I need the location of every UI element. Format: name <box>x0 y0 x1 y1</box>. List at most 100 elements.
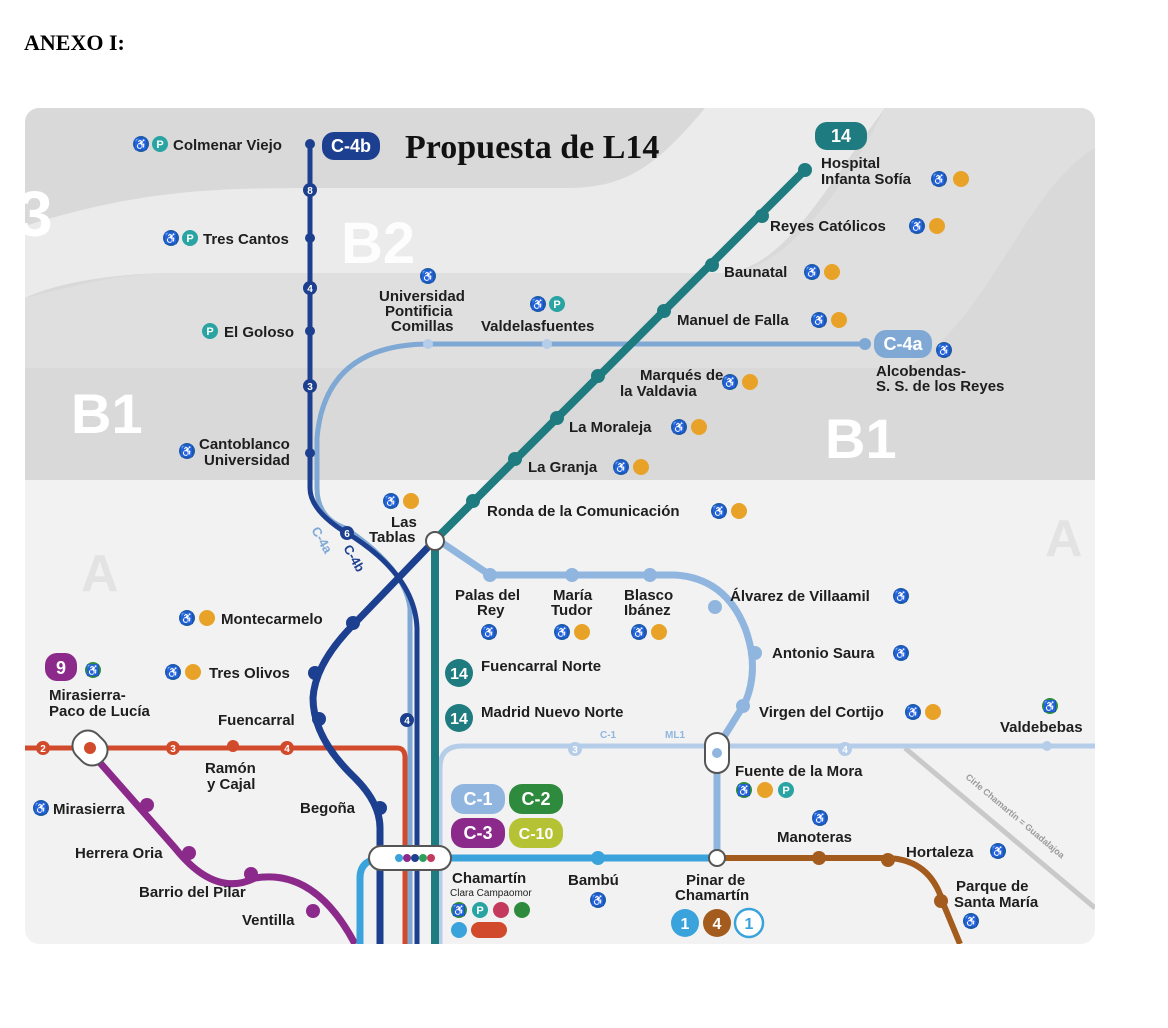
svg-text:♿: ♿ <box>712 505 726 518</box>
zone-mark: 4 <box>404 716 410 727</box>
parking-icon: P <box>202 323 218 339</box>
accessible-icon: ♿ <box>893 645 909 661</box>
station-label: Tres Olivos <box>209 665 290 682</box>
zone-label: 3 <box>25 178 53 250</box>
svg-text:♿: ♿ <box>166 666 180 679</box>
pinar-node <box>708 849 726 867</box>
station-label: Universidad <box>204 452 290 469</box>
station-label: y Cajal <box>207 776 255 793</box>
station-label: Baunatal <box>724 264 787 281</box>
svg-text:♿: ♿ <box>180 445 194 458</box>
svg-text:♿: ♿ <box>1043 700 1057 713</box>
station-label: Tudor <box>551 602 593 619</box>
station-label: La Moraleja <box>569 419 652 436</box>
station-label: Herrera Oria <box>75 845 163 862</box>
station-label: Alcobendas- <box>876 363 966 380</box>
station-label: Tablas <box>369 529 415 546</box>
accessible-icon: ♿ <box>179 443 195 459</box>
station-dots <box>140 139 1052 918</box>
station-label: Mirasierra- <box>49 687 126 704</box>
zone-mark: 6 <box>344 529 350 540</box>
zone-mark: 3 <box>307 382 313 393</box>
svg-text:P: P <box>206 326 213 338</box>
zone-mark: 4 <box>284 744 290 755</box>
svg-text:P: P <box>186 233 193 245</box>
accessible-icon: ♿ <box>165 664 181 680</box>
station-label: Fuencarral <box>218 712 295 729</box>
ml1-line <box>433 535 756 858</box>
svg-text:♿: ♿ <box>164 232 178 245</box>
accessible-icon: ♿ <box>893 588 909 604</box>
svg-text:14: 14 <box>831 126 851 146</box>
zone-b1-band <box>25 108 1095 368</box>
station-label: Manoteras <box>777 829 852 846</box>
zone-mark: 4 <box>307 284 313 295</box>
svg-text:C-4a: C-4a <box>883 334 923 354</box>
accessible-icon: ♿ <box>631 624 647 640</box>
svg-text:1: 1 <box>681 916 690 933</box>
line10 <box>309 537 438 944</box>
accessible-icon: ♿ <box>931 171 947 187</box>
station-label: Barrio del Pilar <box>139 884 246 901</box>
accessible-icon: ♿ <box>722 374 738 390</box>
parking-icon: P <box>549 296 565 312</box>
bus-icon <box>742 374 758 390</box>
chamartin-line-colors <box>395 854 435 862</box>
accessible-icon: ♿ <box>736 782 752 798</box>
fuente-mora-dot <box>712 748 722 758</box>
svg-text:1: 1 <box>745 916 754 933</box>
svg-text:♿: ♿ <box>813 812 827 825</box>
svg-text:C-3: C-3 <box>463 823 492 843</box>
zone-label: A <box>1045 510 1083 568</box>
zone-b2-band <box>25 108 885 298</box>
station-label: S. S. de los Reyes <box>876 378 1004 395</box>
station-label: María <box>553 587 593 604</box>
svg-text:P: P <box>553 299 560 311</box>
station-label: Hospital <box>821 155 880 172</box>
station-label: Chamartín <box>452 870 526 887</box>
accessible-icon: ♿ <box>33 800 49 816</box>
accessible-icon: ♿ <box>909 218 925 234</box>
svg-text:♿: ♿ <box>421 270 435 283</box>
svg-text:4: 4 <box>713 916 722 933</box>
svg-text:♿: ♿ <box>812 314 826 327</box>
svg-text:9: 9 <box>56 658 66 678</box>
station-label: La Granja <box>528 459 598 476</box>
c2-badge: C-2 <box>509 784 563 814</box>
c1-line <box>437 743 1095 944</box>
svg-text:♿: ♿ <box>86 664 100 677</box>
station-label: Ibánez <box>624 602 671 619</box>
zone-label: A <box>81 545 119 603</box>
zone-marks: 8 4 3 6 4 2 3 4 3 4 <box>36 183 852 756</box>
accessible-icon: ♿ <box>811 312 827 328</box>
document-heading: ANEXO I: <box>24 30 125 55</box>
station-label: Blasco <box>624 587 673 604</box>
station-label: Montecarmelo <box>221 611 323 628</box>
svg-text:♿: ♿ <box>894 647 908 660</box>
parking-icon: P <box>152 136 168 152</box>
svg-text:♿: ♿ <box>937 344 951 357</box>
l14-badge-fuencarral-norte: 14 <box>445 659 473 687</box>
accessible-icon: ♿ <box>420 268 436 284</box>
accessible-icon: ♿ <box>590 892 606 908</box>
cintura-line <box>903 746 1095 910</box>
svg-text:14: 14 <box>450 666 468 683</box>
station-label: Ventilla <box>242 912 295 929</box>
accessible-icon: ♿ <box>133 136 149 152</box>
c1-badge: C-1 <box>451 784 505 814</box>
svg-text:♿: ♿ <box>632 626 646 639</box>
station-label: la Valdavia <box>620 383 697 400</box>
station-label: Infanta Sofía <box>821 171 912 188</box>
l14-badge-top: 14 <box>815 122 867 150</box>
station-label: Las <box>391 514 417 531</box>
accessible-icon: ♿ <box>936 342 952 358</box>
svg-text:♿: ♿ <box>482 626 496 639</box>
accessible-icon: ♿ <box>383 493 399 509</box>
station-label: Paco de Lucía <box>49 703 151 720</box>
zone-label: B2 <box>341 211 415 276</box>
station-label: Valdebebas <box>1000 719 1083 736</box>
station-label: Virgen del Cortijo <box>759 704 884 721</box>
las-tablas-node <box>425 531 445 551</box>
station-label: Santa María <box>954 894 1039 911</box>
station-label: Reyes Católicos <box>770 218 886 235</box>
